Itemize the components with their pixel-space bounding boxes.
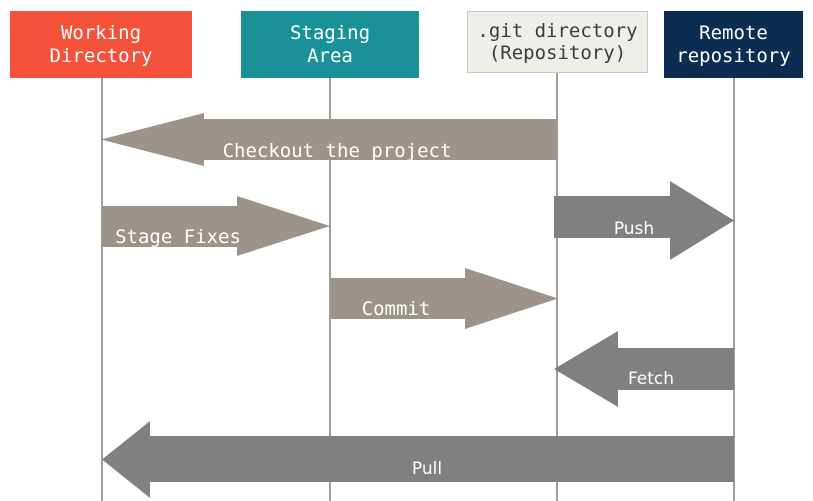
column-header-remote-repository: Remote repository: [664, 11, 803, 78]
arrow-checkout: [101, 113, 557, 166]
column-header-label-git-directory: .git directory (Repository): [477, 19, 638, 64]
lifeline-staging-area: [329, 78, 331, 501]
lifeline-git-directory: [556, 73, 558, 501]
column-header-git-directory: .git directory (Repository): [467, 11, 648, 73]
lifeline-remote-repository: [733, 78, 735, 501]
arrow-fetch: [554, 331, 734, 407]
column-header-label-remote-repository: Remote repository: [676, 22, 791, 67]
column-header-label-staging-area: Staging Area: [289, 22, 371, 67]
lifeline-working-directory: [101, 78, 103, 501]
arrow-stage-fixes: [102, 196, 330, 256]
arrow-pull: [102, 421, 734, 498]
arrow-push: [554, 181, 734, 260]
column-header-staging-area: Staging Area: [241, 11, 419, 78]
arrow-commit: [331, 268, 558, 329]
column-header-label-working-directory: Working Directory: [49, 22, 153, 67]
column-header-working-directory: Working Directory: [10, 11, 192, 78]
